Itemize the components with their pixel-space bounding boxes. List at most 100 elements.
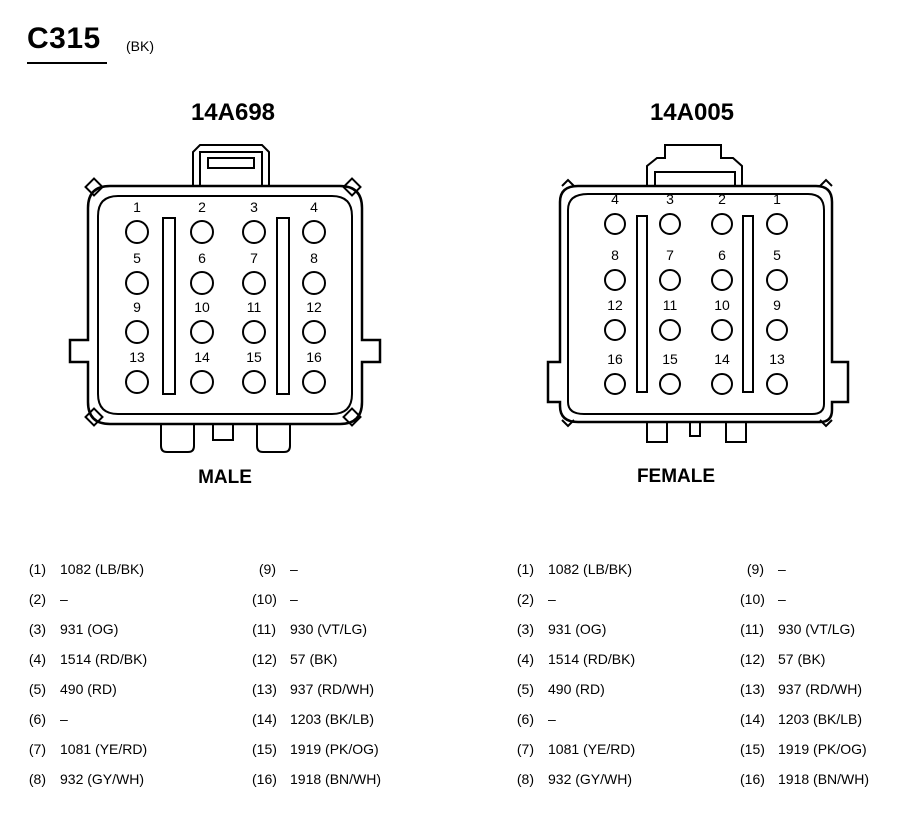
pin-row: (4) 1514 (RD/BK): [22, 644, 242, 674]
female-pin-number: 16: [607, 351, 623, 367]
female-pin-socket: [766, 269, 788, 291]
pin-row: (6)–: [510, 704, 730, 734]
female-label: FEMALE: [637, 466, 715, 487]
pin-row: (5)490 (RD): [22, 674, 242, 704]
male-pin-number: 6: [198, 250, 206, 266]
male-pin-table-1-8: (1)1082 (LB/BK)(2)–(3)931 (OG)(4)1514 (R…: [22, 554, 242, 794]
pin-row-number: (8): [28, 771, 46, 787]
pin-row: (10)–: [740, 584, 910, 614]
pin-row-circuit: 1919 (PK/OG): [290, 741, 379, 757]
connector-color: (BK): [126, 38, 154, 54]
female-pin-number: 5: [773, 247, 781, 263]
male-pin-number: 1: [133, 199, 141, 215]
pin-row: (16)1918 (BN/WH): [252, 764, 472, 794]
pin-row-number: (9): [746, 561, 764, 577]
pin-row: (13)937 (RD/WH): [740, 674, 910, 704]
female-pin-socket: [711, 319, 733, 341]
pin-row-number: (4): [28, 651, 46, 667]
male-pin-socket: [302, 220, 326, 244]
pin-row-number: (12): [252, 651, 277, 667]
pin-row-number: (1): [28, 561, 46, 577]
pin-row-circuit: 1082 (LB/BK): [60, 561, 145, 577]
male-pin-socket: [190, 220, 214, 244]
male-pin-socket: [302, 370, 326, 394]
pin-row-circuit: –: [290, 591, 298, 607]
male-pin-number: 16: [306, 349, 322, 365]
male-pin-number: 5: [133, 250, 141, 266]
male-pin-socket: [302, 271, 326, 295]
pin-row-number: (2): [28, 591, 46, 607]
pin-row: (3)931 (OG): [22, 614, 242, 644]
pin-row-number: (11): [740, 621, 764, 637]
pin-row-number: (13): [252, 681, 277, 697]
pin-row-number: (4): [516, 651, 534, 667]
pin-row-circuit: 1514 (RD/BK): [548, 651, 636, 667]
pin-row-number: (15): [740, 741, 765, 757]
pin-row: (4) 1514 (RD/BK): [510, 644, 730, 674]
male-pin-number: 9: [133, 299, 141, 315]
male-pin-socket: [125, 370, 149, 394]
pin-row-number: (9): [258, 561, 276, 577]
female-pin-socket: [604, 373, 626, 395]
pin-row-number: (7): [516, 741, 534, 757]
female-key-bar: [636, 215, 648, 393]
male-pin-socket: [190, 370, 214, 394]
male-bottom-tab: [160, 424, 195, 453]
pin-row: (2)–: [510, 584, 730, 614]
pin-row-number: (12): [740, 651, 765, 667]
male-pin-socket: [242, 271, 266, 295]
pin-row: (1) 1082 (LB/BK): [22, 554, 242, 584]
male-pin-socket: [190, 271, 214, 295]
pin-row-number: (3): [516, 621, 534, 637]
male-key-bar: [276, 217, 290, 395]
pin-row-circuit: 1081 (YE/RD): [60, 741, 148, 757]
pin-row: (12) 57 (BK): [252, 644, 472, 674]
female-pin-number: 8: [611, 247, 619, 263]
pin-row: (12)57 (BK): [740, 644, 910, 674]
female-latch: [646, 144, 743, 186]
pin-row-number: (10): [740, 591, 765, 607]
pin-row-circuit: 1514 (RD/BK): [60, 651, 148, 667]
female-pin-number: 3: [666, 191, 674, 207]
pin-row-circuit: 932 (GY/WH): [60, 771, 145, 787]
pin-row-number: (16): [740, 771, 765, 787]
male-key-bar: [162, 217, 176, 395]
male-pin-number: 15: [246, 349, 262, 365]
male-pin-number: 7: [250, 250, 258, 266]
male-housing: [68, 184, 382, 426]
female-key-bar: [742, 215, 754, 393]
pin-row-circuit: 1919 (PK/OG): [778, 741, 867, 757]
male-pin-number: 12: [306, 299, 322, 315]
pin-row-circuit: 1918 (BN/WH): [290, 771, 382, 787]
pin-row-circuit: 931 (OG): [548, 621, 607, 637]
female-pin-socket: [711, 269, 733, 291]
female-pin-number: 14: [714, 351, 730, 367]
pin-row: (8)932 (GY/WH): [510, 764, 730, 794]
pin-row: (5)490 (RD): [510, 674, 730, 704]
pin-row: (6)–: [22, 704, 242, 734]
female-pin-number: 7: [666, 247, 674, 263]
pin-row-circuit: 937 (RD/WH): [290, 681, 375, 697]
male-corner-tab: [84, 177, 104, 197]
pin-row-circuit: 57 (BK): [290, 651, 338, 667]
female-pin-socket: [711, 373, 733, 395]
female-pin-number: 1: [773, 191, 781, 207]
female-pin-socket: [659, 319, 681, 341]
female-bottom-tab: [646, 422, 668, 443]
female-pin-number: 2: [718, 191, 726, 207]
pin-row-number: (7): [28, 741, 46, 757]
pin-row-number: (13): [740, 681, 765, 697]
female-housing: [546, 184, 850, 424]
pin-row-number: (11): [252, 621, 276, 637]
pin-row-number: (5): [28, 681, 46, 697]
pin-row-number: (1): [516, 561, 534, 577]
male-bottom-tab: [256, 424, 291, 453]
pin-row-circuit: 931 (OG): [60, 621, 119, 637]
male-pin-socket: [125, 271, 149, 295]
male-pin-number: 14: [194, 349, 210, 365]
pin-row-circuit: 490 (RD): [548, 681, 605, 697]
female-pin-socket: [659, 269, 681, 291]
pin-row-circuit: –: [548, 591, 556, 607]
